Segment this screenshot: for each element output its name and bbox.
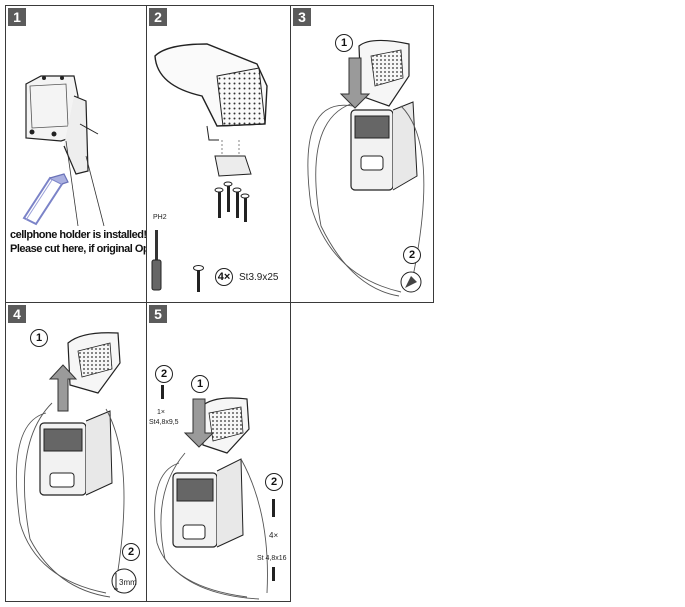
step-number: 2 xyxy=(149,8,167,26)
gap-label: 3mm xyxy=(119,578,137,587)
screws-illustration xyxy=(214,181,250,222)
small-screw-spec: St4,8x9,5 xyxy=(149,419,179,426)
console-illustration xyxy=(15,332,125,598)
step-4-panel: 4 1 2 3mm xyxy=(5,302,147,602)
callout-2: 2 xyxy=(403,246,421,264)
callout-1: 1 xyxy=(335,34,353,52)
screwdriver-icon xyxy=(151,230,162,291)
callout-1: 1 xyxy=(30,329,48,347)
arrow-down-icon xyxy=(339,57,371,109)
clip-icon xyxy=(400,271,422,293)
callout-2-small-screw: 2 xyxy=(155,365,173,383)
cut-instruction-note: cellphone holder is installed! Please cu… xyxy=(10,228,146,256)
callout-1: 1 xyxy=(191,375,209,393)
step-2-panel: 2 PH2 4× St3.9x25 xyxy=(146,5,291,303)
hacksaw-icon xyxy=(22,173,69,226)
note-line-1: cellphone holder is installed! xyxy=(10,229,147,241)
screw-icon xyxy=(193,265,204,292)
step-number: 1 xyxy=(8,8,26,26)
screw-count-badge: 4× xyxy=(269,531,279,540)
small-screw-count: 1× xyxy=(157,409,165,416)
screw-spec-label: St3.9x25 xyxy=(239,272,279,283)
callout-2-screws: 2 xyxy=(265,473,283,491)
console-illustration xyxy=(154,385,275,600)
gap-gauge-icon xyxy=(111,568,137,594)
step-number: 5 xyxy=(149,305,167,323)
callout-2: 2 xyxy=(122,543,140,561)
screw-spec-label: St 4,8x16 xyxy=(257,555,287,562)
arrow-up-icon xyxy=(48,364,78,412)
note-line-2: Please cut here, if original Opel xyxy=(10,243,147,255)
step-number: 3 xyxy=(293,8,311,26)
armrest-base-cut-illustration xyxy=(25,75,105,227)
screw-count-badge: 4× xyxy=(215,268,233,286)
console-illustration xyxy=(307,39,425,297)
armrest-assembly-illustration xyxy=(154,43,268,177)
step-5-panel: 5 1 2 1× St4,8x9,5 2 4× St 4,8x16 xyxy=(146,302,291,602)
driver-size-label: PH2 xyxy=(153,214,167,221)
step-1-panel: 1 cellphone holder is installed! Please … xyxy=(5,5,147,303)
step-3-panel: 3 1 2 xyxy=(290,5,434,303)
step-number: 4 xyxy=(8,305,26,323)
